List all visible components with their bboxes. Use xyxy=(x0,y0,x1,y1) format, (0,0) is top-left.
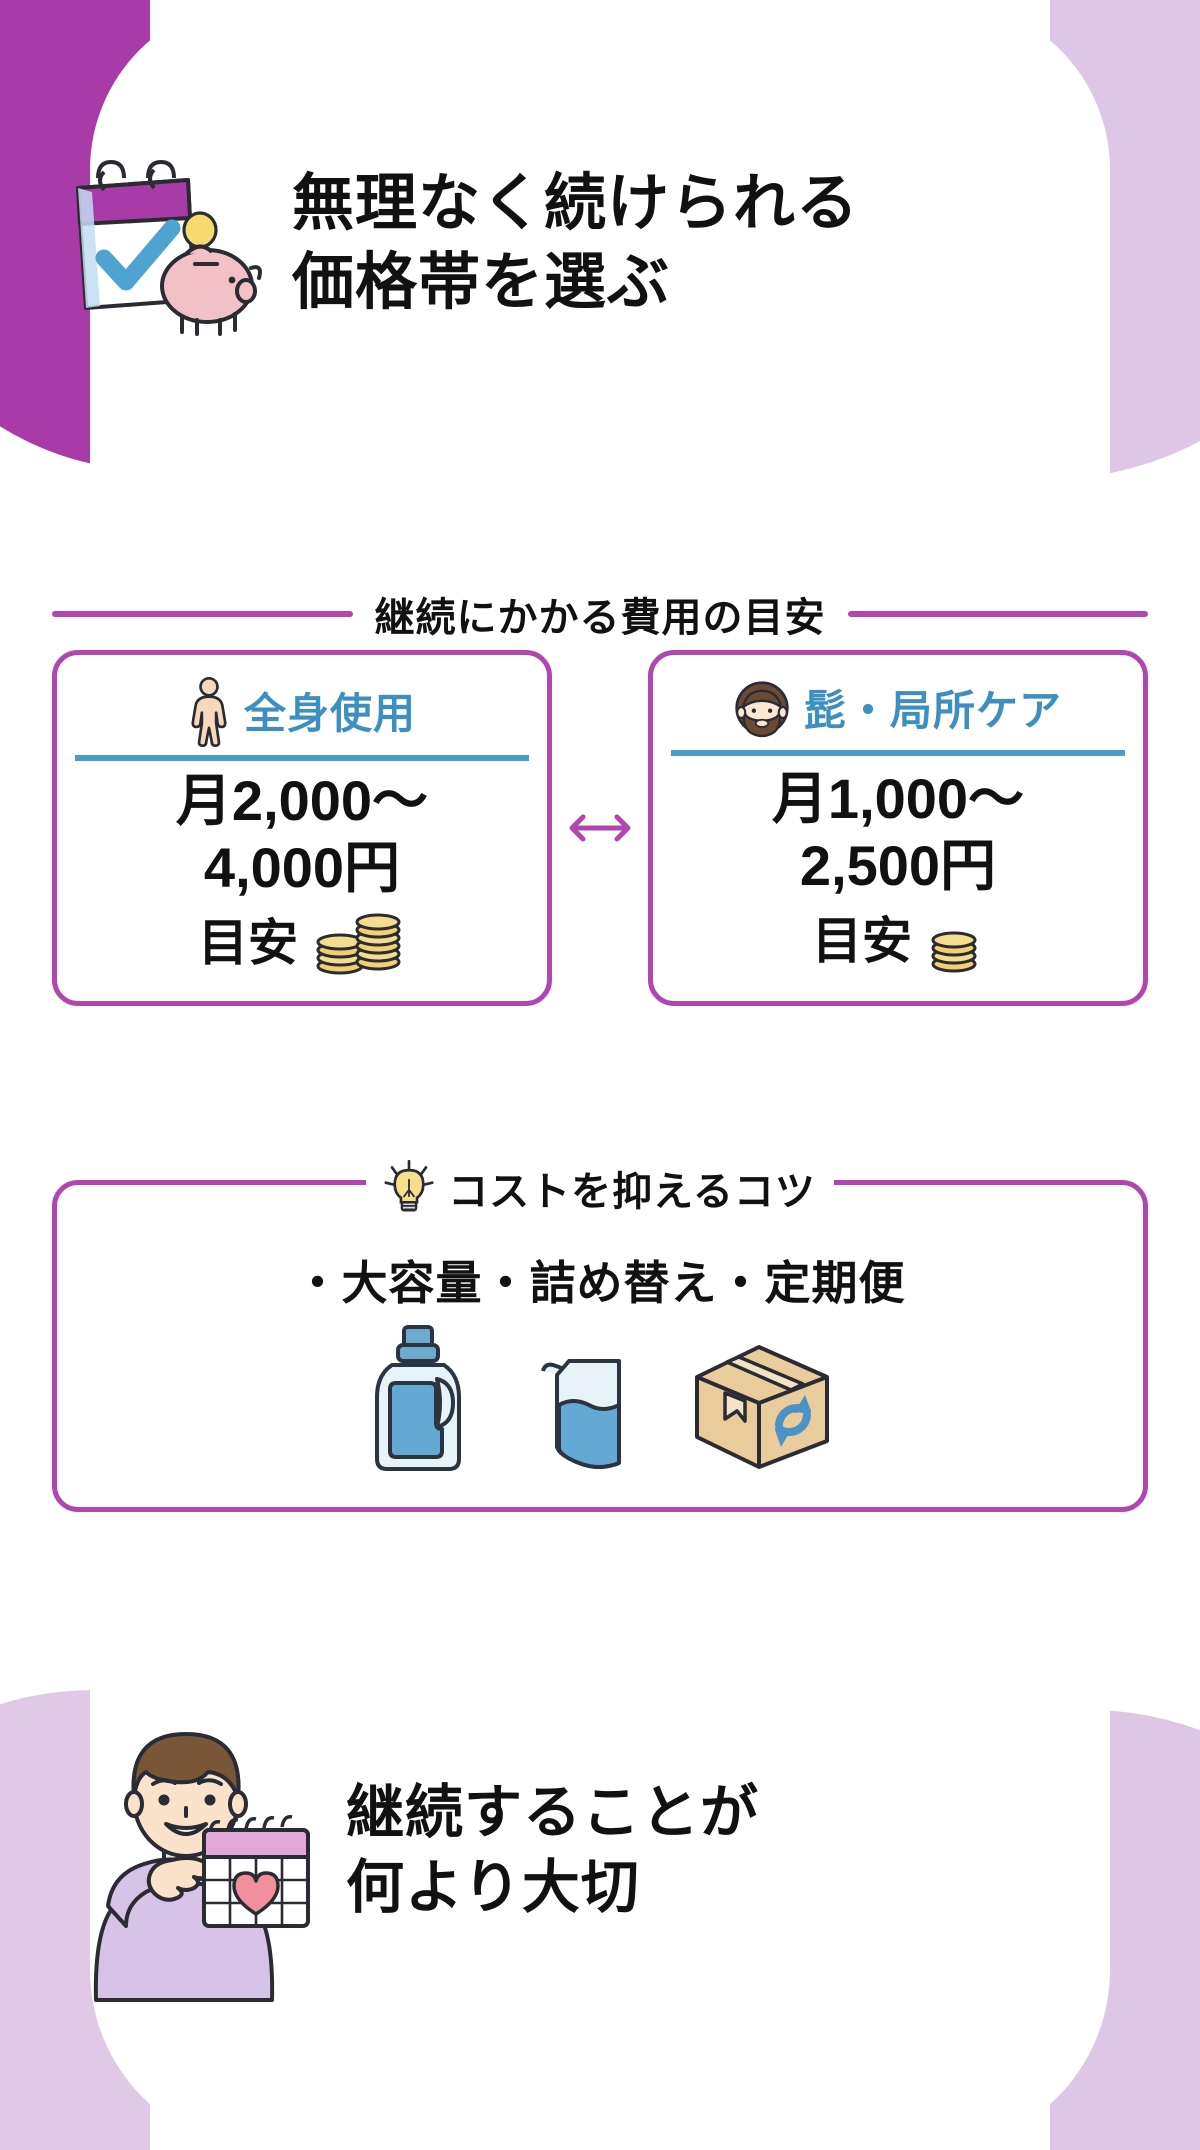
card-body: 月1,000〜 2,500円 目安 xyxy=(671,756,1125,975)
price-line-2: 4,000円 xyxy=(203,836,401,900)
cost-section-title: 継続にかかる費用の目安 xyxy=(374,596,826,640)
price-footnote-row: 目安 xyxy=(75,903,529,975)
footer-title-line2: 何より大切 xyxy=(346,1855,640,1920)
card-header: 髭・局所ケア xyxy=(671,677,1125,756)
tips-icon-row xyxy=(83,1323,1117,1473)
detergent-bottle-icon xyxy=(363,1323,473,1473)
price-line-1: 月2,000〜 xyxy=(175,769,429,832)
man-holding-heart-calendar-icon xyxy=(60,1700,320,2002)
heading-rule-left xyxy=(52,611,353,617)
card-header: 全身使用 xyxy=(75,677,529,761)
coin-stack-single-icon xyxy=(924,902,984,973)
price-card-row: 全身使用 月2,000〜 4,000円 目安 xyxy=(52,650,1148,1007)
price-note: 目安 xyxy=(198,915,298,972)
calendar-piggybank-icon xyxy=(60,150,270,340)
card-label: 全身使用 xyxy=(243,689,416,737)
coin-stack-double-icon xyxy=(310,904,406,975)
footer: 継続することが 何より大切 xyxy=(60,1700,1140,2002)
tips-heading-inner: コストを抑えるコツ xyxy=(366,1159,834,1217)
refill-pouch-icon xyxy=(535,1353,625,1473)
price-footnote-row: 目安 xyxy=(671,901,1125,973)
subscription-box-icon xyxy=(687,1333,837,1473)
price-note: 目安 xyxy=(812,912,912,969)
page-title-line1: 無理なく続けられる xyxy=(292,169,860,238)
tips-title: コストを抑えるコツ xyxy=(448,1170,816,1214)
lightbulb-icon xyxy=(384,1159,434,1217)
page-title-line2: 価格帯を選ぶ xyxy=(292,248,671,318)
page-title: 無理なく続けられる 価格帯を選ぶ xyxy=(292,150,859,323)
heading-rule-right xyxy=(847,611,1148,617)
card-label: 髭・局所ケア xyxy=(803,687,1062,734)
card-body: 月2,000〜 4,000円 目安 xyxy=(75,761,529,975)
footer-title: 継続することが 何より大切 xyxy=(346,1775,759,1926)
full-body-person-icon xyxy=(188,677,230,748)
price-line-2: 2,500円 xyxy=(799,833,997,897)
tips-card[interactable]: コストを抑えるコツ ・大容量・詰め替え・定期便 xyxy=(52,1159,1148,1512)
tips-list: ・大容量・詰め替え・定期便 xyxy=(294,1257,906,1309)
left-right-arrow-icon xyxy=(552,650,648,1006)
price-card-beard-local[interactable]: 髭・局所ケア 月1,000〜 2,500円 目安 xyxy=(648,650,1148,1007)
header: 無理なく続けられる 価格帯を選ぶ xyxy=(60,150,1140,340)
price-card-full-body[interactable]: 全身使用 月2,000〜 4,000円 目安 xyxy=(52,650,552,1007)
footer-title-line1: 継続することが xyxy=(346,1779,760,1845)
price-line-1: 月1,000〜 xyxy=(771,766,1025,830)
white-content-sheet-inner xyxy=(150,0,1050,2150)
tips-section: コストを抑えるコツ ・大容量・詰め替え・定期便 xyxy=(52,1159,1148,1512)
tips-heading: コストを抑えるコツ xyxy=(57,1159,1143,1217)
cost-section-heading: 継続にかかる費用の目安 xyxy=(52,585,1148,643)
bearded-man-icon xyxy=(734,680,790,737)
